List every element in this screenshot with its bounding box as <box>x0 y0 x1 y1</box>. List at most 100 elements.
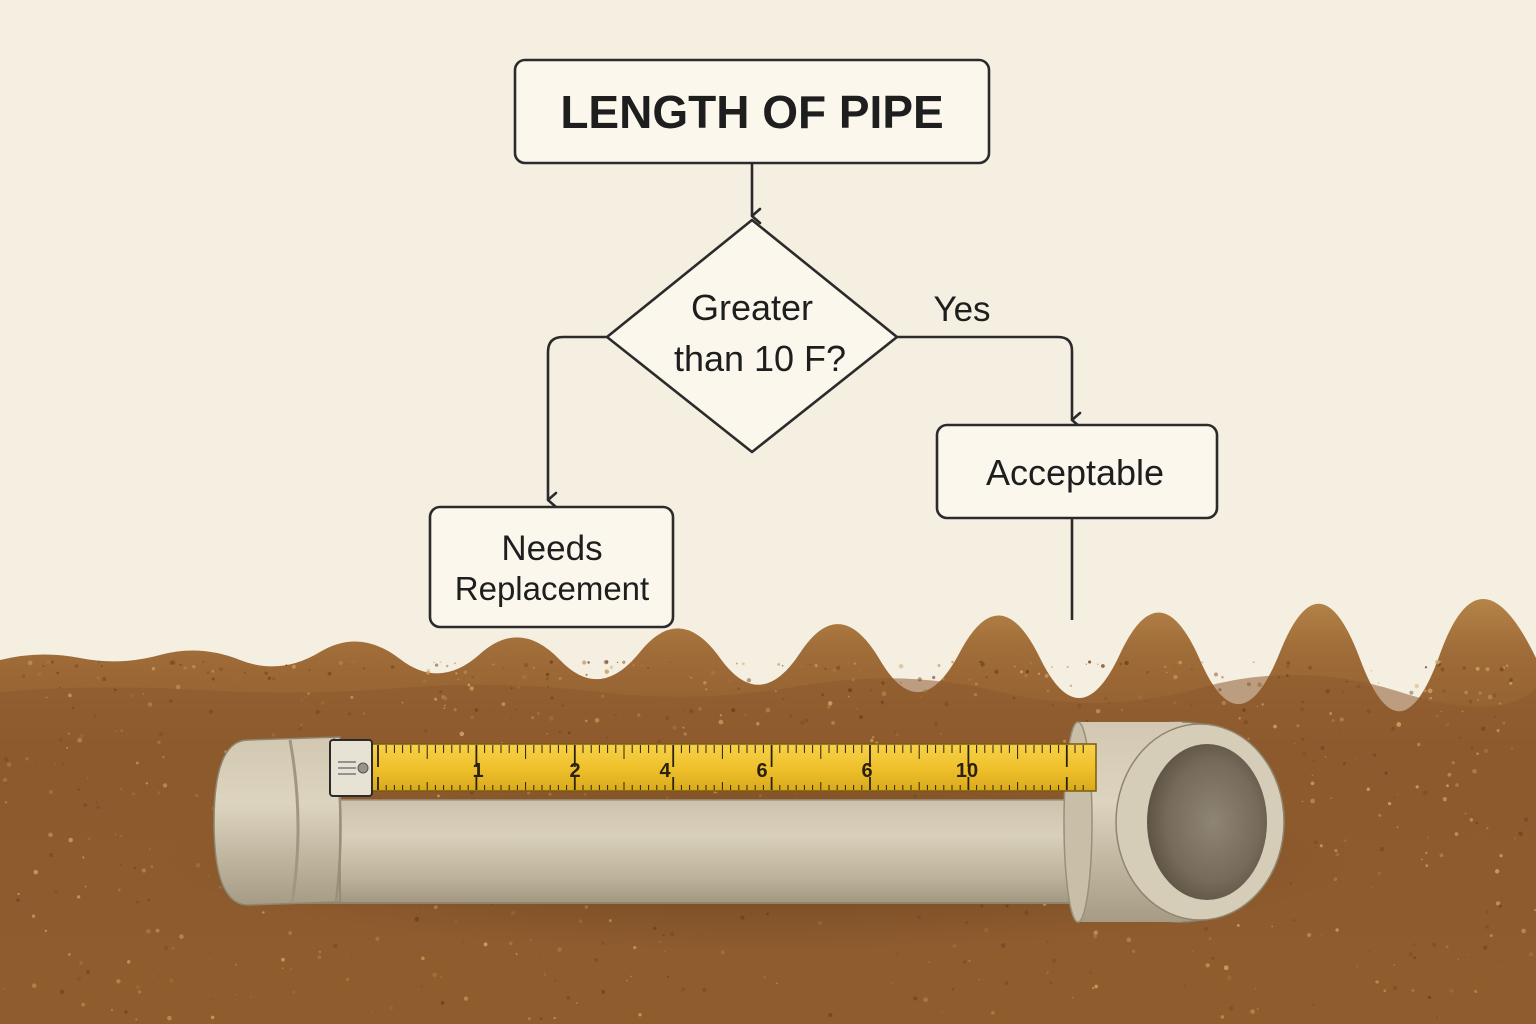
soil-speck <box>21 674 26 679</box>
soil-speck <box>1228 1005 1234 1011</box>
soil-speck <box>1308 665 1313 670</box>
soil-speck <box>1223 965 1229 971</box>
soil-speck <box>828 1012 833 1018</box>
soil-speck <box>304 696 307 698</box>
soil-speck <box>1393 796 1396 799</box>
soil-speck <box>501 741 503 744</box>
soil-speck <box>81 1002 86 1007</box>
soil-speck <box>1093 934 1098 939</box>
soil-speck <box>453 708 457 712</box>
soil-speck <box>267 676 271 680</box>
soil-speck <box>432 972 437 978</box>
soil-speck <box>885 704 887 706</box>
soil-speck <box>164 946 169 951</box>
soil-speck <box>317 955 322 960</box>
soil-speck <box>872 736 875 739</box>
soil-speck <box>67 953 71 956</box>
soil-speck <box>1427 688 1433 694</box>
soil-speck <box>114 833 117 836</box>
soil-speck <box>847 695 850 698</box>
soil-speck <box>27 660 33 666</box>
soil-speck <box>1408 951 1414 957</box>
soil-speck <box>858 669 862 672</box>
soil-speck <box>1301 737 1305 741</box>
soil-speck <box>853 662 856 665</box>
soil-speck <box>16 898 20 902</box>
soil-speck <box>847 661 850 664</box>
soil-speck <box>1442 689 1446 693</box>
soil-speck <box>774 690 777 693</box>
soil-speck <box>728 679 732 683</box>
soil-speck <box>48 852 54 858</box>
soil-speck <box>350 695 354 700</box>
soil-speck <box>56 671 60 675</box>
soil-speck <box>6 762 12 768</box>
soil-speck <box>1220 1015 1225 1019</box>
soil-speck <box>1524 817 1529 822</box>
soil-speck <box>1377 682 1380 685</box>
soil-speck <box>300 698 304 702</box>
soil-speck <box>1363 889 1366 891</box>
soil-speck <box>1310 798 1315 804</box>
soil-speck <box>345 977 350 982</box>
soil-speck <box>31 914 36 918</box>
soil-speck <box>719 714 722 717</box>
soil-speck <box>937 664 941 667</box>
soil-speck <box>1521 928 1526 934</box>
soil-speck <box>234 994 237 996</box>
soil-speck <box>135 1018 138 1021</box>
decision-text-line2: than 10 F? <box>674 338 846 379</box>
soil-speck <box>1077 703 1082 708</box>
soil-speck <box>1354 758 1357 760</box>
soil-speck <box>1396 722 1402 727</box>
soil-speck <box>157 740 161 745</box>
soil-speck <box>1046 940 1049 944</box>
soil-speck <box>927 961 930 964</box>
soil-speck <box>206 671 210 675</box>
soil-speck <box>1457 958 1460 961</box>
soil-speck <box>508 941 513 946</box>
soil-speck <box>1293 743 1296 745</box>
soil-speck <box>1445 945 1449 949</box>
soil-speck <box>1466 953 1469 956</box>
soil-speck <box>298 727 302 731</box>
soil-speck <box>179 934 184 939</box>
soil-speck <box>688 674 691 677</box>
soil-speck <box>1498 702 1501 705</box>
soil-speck <box>800 664 804 669</box>
soil-speck <box>492 663 495 666</box>
soil-speck <box>250 996 252 998</box>
soil-speck <box>288 931 292 935</box>
soil-speck <box>442 695 447 700</box>
soil-speck <box>1449 988 1454 993</box>
soil-speck <box>147 702 153 707</box>
needs-replacement-box: Needs Replacement <box>428 505 675 629</box>
soil-speck <box>1236 923 1240 927</box>
soil-speck <box>510 717 513 719</box>
soil-speck <box>994 669 999 674</box>
soil-speck <box>913 996 918 1001</box>
soil-speck <box>1478 691 1482 695</box>
soil-speck <box>1533 909 1536 912</box>
soil-speck <box>1301 701 1304 704</box>
soil-speck <box>168 699 173 704</box>
soil-speck <box>1024 673 1028 678</box>
soil-speck <box>77 737 83 743</box>
soil-speck <box>1320 745 1325 751</box>
soil-speck <box>781 664 784 667</box>
soil-speck <box>848 688 853 693</box>
soil-speck <box>37 672 42 676</box>
soil-speck <box>1445 722 1450 727</box>
soil-speck <box>763 976 766 978</box>
soil-speck <box>1101 664 1105 668</box>
soil-speck <box>690 676 693 679</box>
soil-speck <box>1429 696 1433 700</box>
soil-speck <box>1513 837 1516 840</box>
soil-speck <box>1300 707 1305 712</box>
soil-speck <box>1024 994 1026 996</box>
arrow-no-branch <box>546 335 607 509</box>
soil-speck <box>1214 672 1218 677</box>
soil-speck <box>515 708 517 711</box>
soil-speck <box>66 746 69 749</box>
soil-speck <box>1492 693 1497 698</box>
